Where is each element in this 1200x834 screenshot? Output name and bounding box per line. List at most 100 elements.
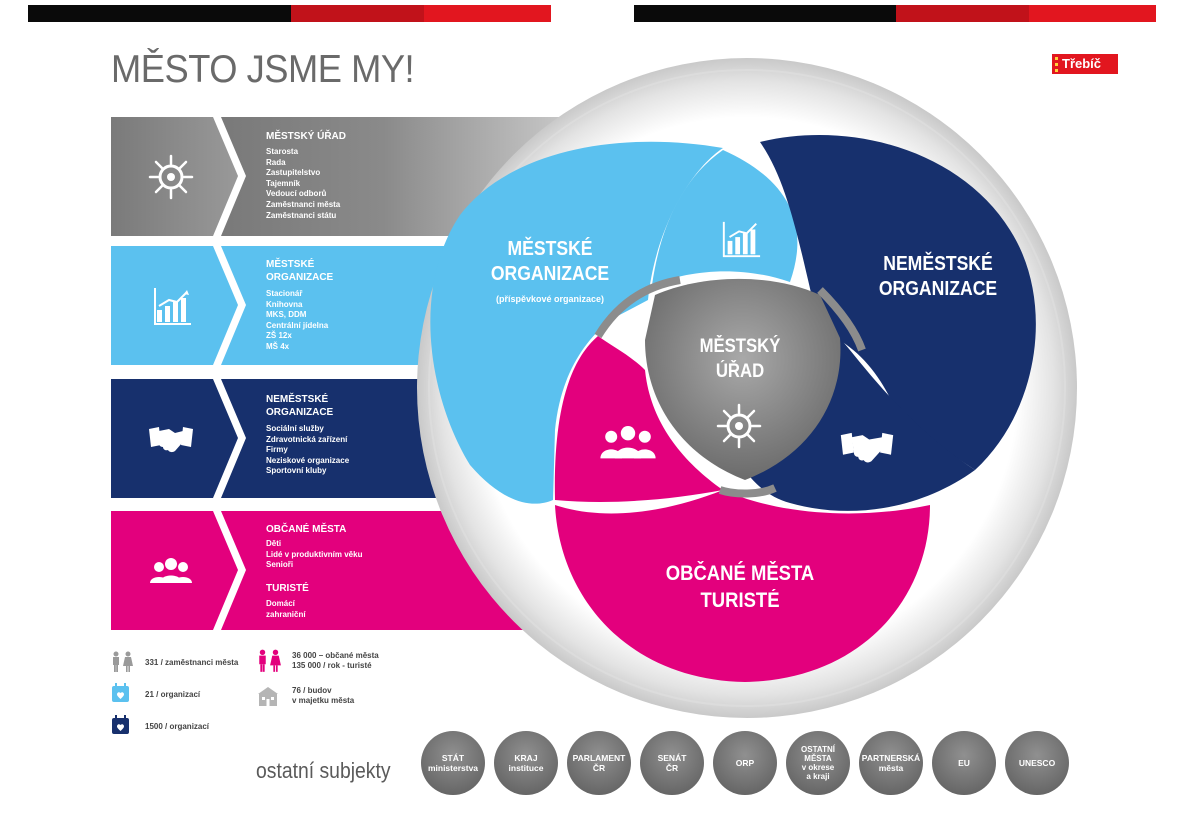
top-bar-left-black [28, 5, 291, 22]
venn-divider-1 [594, 276, 681, 339]
band-item: MKS, DDM [266, 310, 307, 320]
pill-text: UNESCO [1018, 758, 1056, 768]
venn-label-line: OBČANÉ MĚSTA [665, 562, 815, 585]
stat-buildings: 76 / budov v majetku města [292, 686, 354, 706]
band-items: Sociální služby Zdravotnická zařízení Fi… [266, 424, 349, 477]
stat-line: 135 000 / rok - turisté [292, 661, 372, 670]
band-nemestske-organizace: NEMĚSTSKÉ ORGANIZACE Sociální služby Zdr… [111, 379, 656, 499]
pill-text: PARLAMENT ČR [572, 753, 626, 773]
band-item: Stacionář [266, 289, 303, 298]
venn-label-line: TURISTÉ [700, 589, 780, 612]
venn-label-line: ORGANIZACE [490, 263, 610, 285]
ship-wheel-icon [148, 154, 194, 200]
band-title: MĚSTSKÝ ÚŘAD [266, 130, 346, 143]
venn-lens-top [652, 150, 798, 285]
top-bar-right-black [634, 5, 896, 22]
pill-eu: EU [932, 731, 996, 795]
band-obcane-mesta: OBČANÉ MĚSTA Děti Lidé v produktivním vě… [111, 511, 656, 631]
band-item: Vedoucí odborů [266, 189, 327, 199]
band-item: MŠ 4x [266, 341, 290, 351]
band-title-line: OBČANÉ MĚSTA [266, 524, 347, 535]
top-bar-right-darkred [896, 5, 1029, 22]
stat-non-city-orgs: 1500 / organizací [145, 722, 210, 731]
handshake-icon [149, 427, 193, 453]
stat-line: 36 000 – občané města [292, 651, 379, 660]
band-chevron-navy-gap [213, 379, 246, 498]
band-item: Sportovní kluby [266, 466, 327, 476]
people-group-icon [150, 558, 192, 583]
pill-text: OSTATNÍ MĚSTA v okrese a kraji [801, 745, 835, 781]
band-item: Zaměstnanci města [266, 199, 341, 209]
band-mestske-organizace: MĚSTSKÉ ORGANIZACE Stacionář Knihovna MK… [111, 246, 656, 366]
logo-dot [1055, 63, 1058, 66]
band-title-turiste: TURISTÉ [266, 583, 309, 594]
band-item: Domácí [266, 599, 295, 608]
band-mestsky-urad: MĚSTSKÝ ÚŘAD Starosta Rada Zastupitelstv… [111, 117, 656, 237]
pill-text: SENÁT ČR [657, 753, 687, 773]
band-chevron-gray-gap [213, 117, 246, 236]
pill-text: EU [958, 758, 970, 768]
band-item: Firmy [266, 445, 288, 455]
band-item: Centrální jídelna [266, 320, 329, 330]
venn-lens-right [745, 336, 975, 511]
venn-label-line: NEMĚSTSKÉ [883, 253, 993, 275]
venn-divider-2 [817, 287, 866, 352]
pill-text: ORP [735, 758, 755, 768]
pill-stat: STÁT ministerstva [421, 731, 485, 795]
band-title-line: ORGANIZACE [266, 272, 334, 283]
band-items-turiste: Domácí zahraniční [266, 599, 306, 620]
band-item: Neziskové organizace [266, 455, 350, 465]
band-chevron-magenta-gap [213, 511, 246, 630]
pill-text: KRAJ instituce [508, 753, 544, 773]
venn-divider-3 [718, 484, 777, 498]
band-title-line: MĚSTSKÉ [266, 259, 315, 270]
top-bar-right-red [1029, 5, 1156, 22]
band-title-line: NEMĚSTSKÉ [266, 394, 329, 405]
band-title: OBČANÉ MĚSTA [266, 523, 346, 536]
calendar-navy-icon [112, 715, 129, 734]
venn-label-obcane: OBČANÉ MĚSTA TURISTÉ [630, 560, 850, 614]
venn-halo-ring [428, 69, 1066, 707]
venn-petal-mestske [430, 141, 723, 504]
venn-label-line: MĚSTSKÉ [507, 238, 593, 260]
pill-parlament: PARLAMENT ČR [567, 731, 631, 795]
band-title: NEMĚSTSKÉ ORGANIZACE [266, 393, 333, 419]
band-title-line: MĚSTSKÝ ÚŘAD [266, 131, 347, 142]
band-items: Stacionář Knihovna MKS, DDM Centrální jí… [266, 289, 328, 353]
band-items: Starosta Rada Zastupitelstvo Tajemník Ve… [266, 147, 340, 221]
calendar-lightblue-icon [112, 683, 129, 702]
top-bar-left [28, 5, 551, 22]
pill-text: STÁT ministerstva [427, 753, 479, 773]
venn-petal-obcane [555, 490, 930, 682]
band-item: Zaměstnanci státu [266, 210, 337, 220]
pill-unesco: UNESCO [1005, 731, 1069, 795]
ship-wheel-icon-venn [716, 403, 762, 449]
person-pair-gray-icon [113, 651, 133, 672]
band-item: Děti [266, 539, 282, 548]
band-item: Starosta [266, 147, 299, 156]
band-item: Zastupitelstvo [266, 168, 321, 178]
venn-label-sub: (příspěvkové organizace) [495, 294, 605, 304]
handshake-icon-venn [840, 432, 894, 463]
logo-text: Třebíč [1062, 56, 1102, 71]
logo-dot [1055, 57, 1058, 60]
venn-label-line: MĚSTSKÝ [699, 336, 781, 357]
band-items: Děti Lidé v produktivním věku Senioři [266, 539, 362, 571]
band-item: Lidé v produktivním věku [266, 549, 363, 559]
venn-label-nemestske: NEMĚSTSKÉ ORGANIZACE [858, 252, 1018, 302]
logo-dot [1055, 69, 1058, 72]
pill-partnerska: PARTNERSKÁ města [859, 731, 923, 795]
venn-lens-left [554, 336, 723, 502]
pill-senat: SENÁT ČR [640, 731, 704, 795]
trebic-logo: Třebíč [1052, 54, 1118, 74]
venn-label-urad: MĚSTSKÝ ÚŘAD [680, 334, 800, 384]
pill-text: PARTNERSKÁ města [861, 753, 921, 773]
bar-chart-icon-venn [722, 221, 761, 258]
band-item: Knihovna [266, 299, 303, 309]
band-item: Sociální služby [266, 424, 324, 433]
venn-label-line: ÚŘAD [715, 361, 765, 382]
band-item: Tajemník [266, 178, 301, 188]
venn-petal-nemestske [760, 135, 1036, 470]
top-bar-left-darkred [291, 5, 424, 22]
